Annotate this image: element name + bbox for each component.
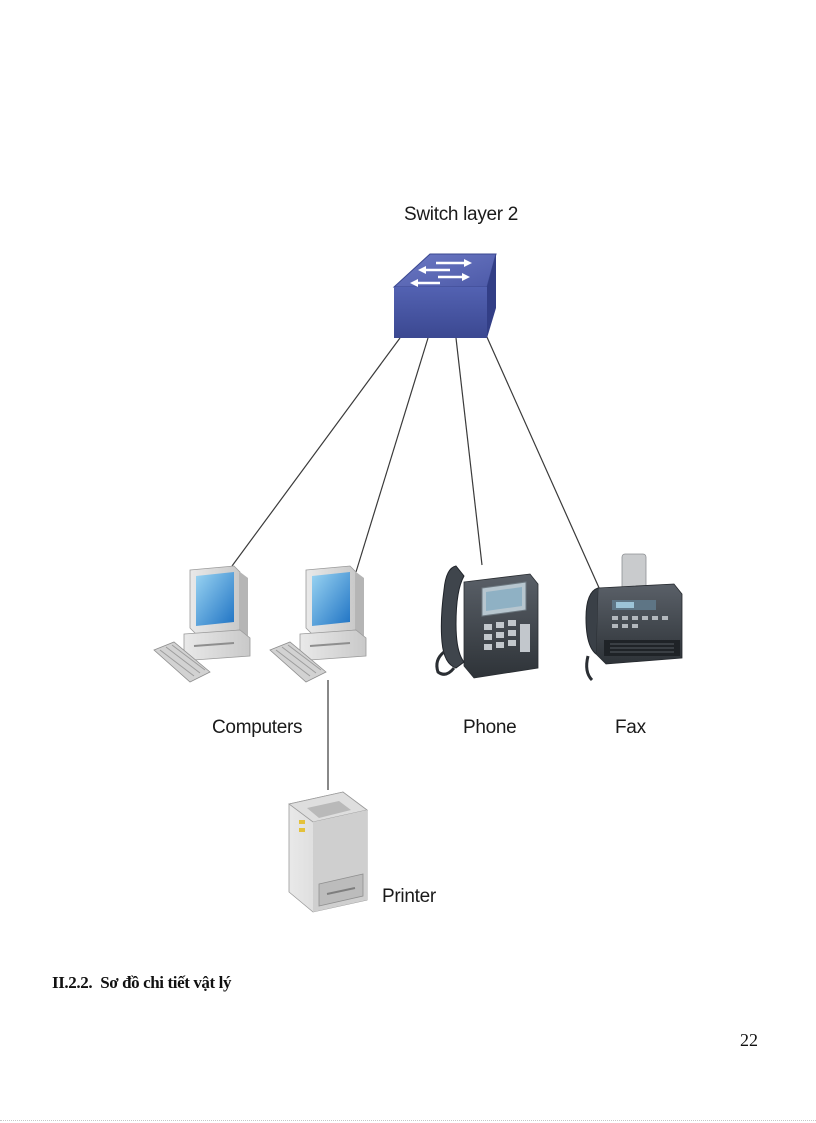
link-switch-fax: [481, 325, 601, 591]
link-switch-phone: [455, 337, 483, 566]
network-diagram: Switch layer 2 Computers: [153, 204, 683, 913]
printer-icon: [288, 791, 368, 913]
computer-icon: [269, 565, 367, 683]
fax-machine-icon: [585, 553, 683, 682]
switch-label: Switch layer 2: [404, 204, 518, 225]
page-number: 22: [740, 1030, 758, 1050]
ip-phone-icon: [435, 565, 539, 679]
computers-label: Computers: [212, 717, 302, 738]
section-heading: II.2.2. Sơ đồ chi tiết vật lý: [52, 973, 231, 993]
connection-lines: [231, 325, 601, 790]
fax-label: Fax: [615, 717, 647, 738]
phone-label: Phone: [463, 717, 516, 738]
switch-icon: [392, 253, 497, 338]
footer-divider: [0, 1120, 816, 1121]
printer-label: Printer: [382, 886, 437, 907]
link-switch-computer-2: [355, 337, 429, 573]
section-number: II.2.2.: [52, 973, 93, 992]
section-title: Sơ đồ chi tiết vật lý: [100, 973, 232, 992]
link-switch-computer-1: [231, 337, 401, 567]
computer-icon: [153, 565, 251, 683]
